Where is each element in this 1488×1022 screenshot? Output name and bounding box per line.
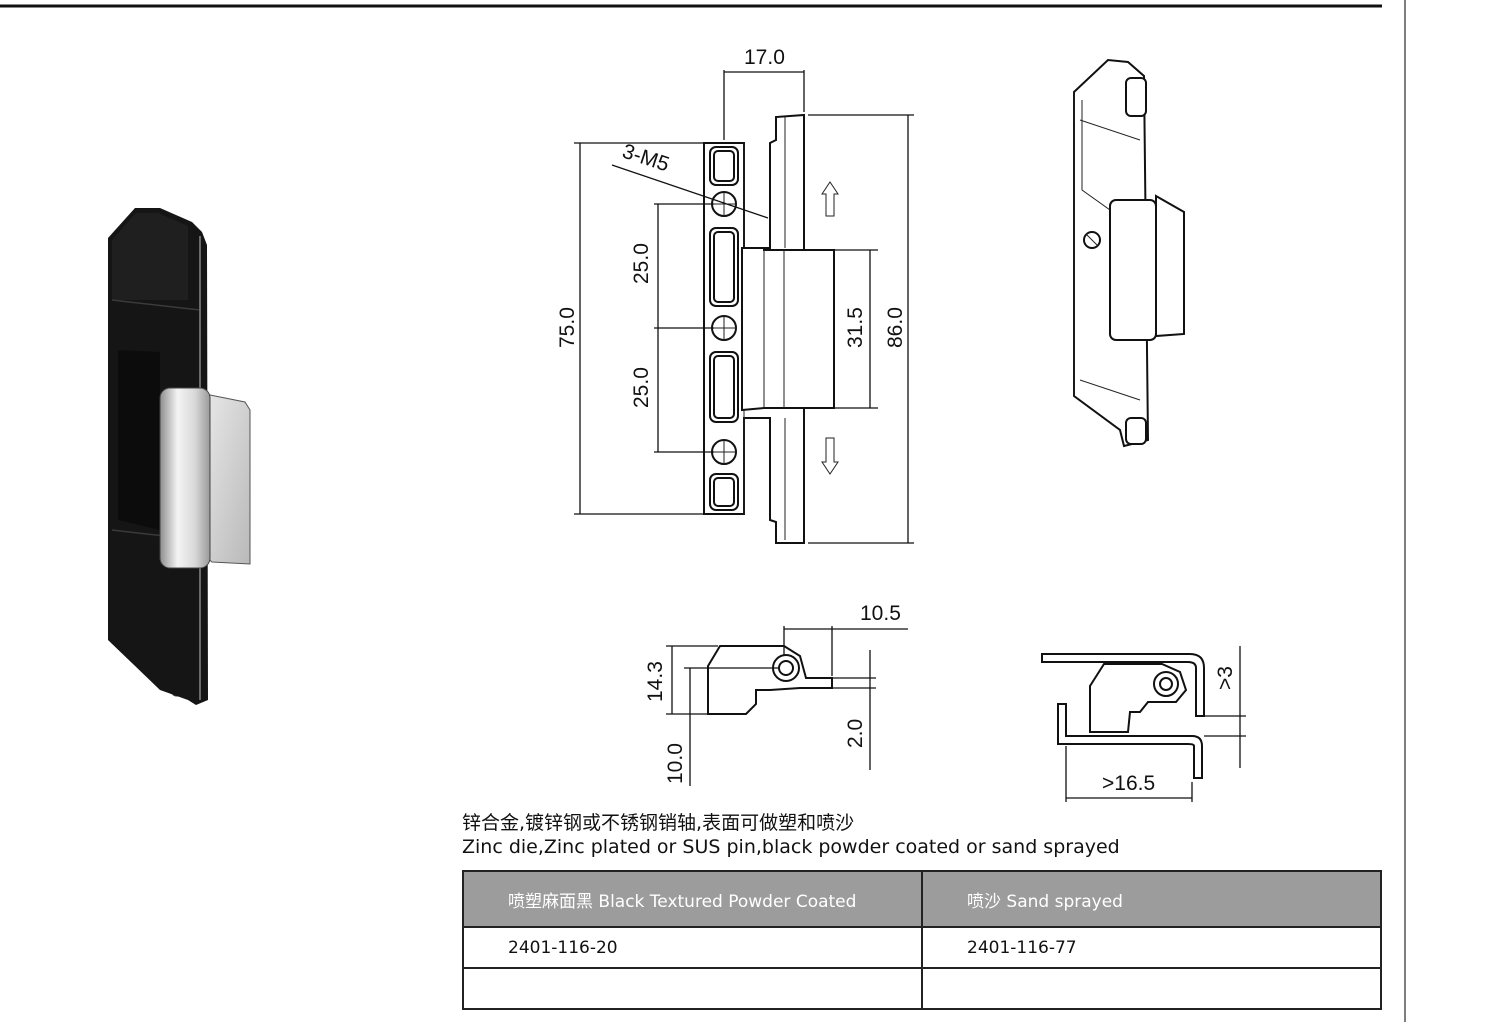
front-view: 17.0 3-M5 25.0 25.0 75.0 31.5 86.0 xyxy=(556,46,914,544)
arrow-down-icon xyxy=(821,437,839,475)
side-view-section: 10.5 14.3 10.0 2.0 xyxy=(644,602,908,786)
mounting-hole xyxy=(711,191,737,217)
hinge-silver-3d-view xyxy=(1073,58,1185,448)
dim-width-top: 17.0 xyxy=(744,46,785,69)
dim-pitch-2: 25.0 xyxy=(630,367,653,408)
dim-side-10-0: 10.0 xyxy=(664,743,687,784)
dim-pitch-1: 25.0 xyxy=(630,243,653,284)
dim-overall-86: 86.0 xyxy=(884,307,907,348)
header-black-textured: 喷塑麻面黑 Black Textured Powder Coated xyxy=(462,870,923,928)
table-cell: 2401-116-20 xyxy=(462,926,923,969)
dim-side-2-0: 2.0 xyxy=(844,719,867,748)
dim-length-75: 75.0 xyxy=(556,307,579,348)
mounting-hole xyxy=(711,439,737,465)
arrow-up-icon xyxy=(821,181,839,217)
spec-table: 喷塑麻面黑 Black Textured Powder Coated 喷沙 Sa… xyxy=(462,870,1382,1010)
table-row: 2401-116-20 2401-116-77 xyxy=(462,926,1382,969)
table-header-row: 喷塑麻面黑 Black Textured Powder Coated 喷沙 Sa… xyxy=(462,870,1382,928)
table-cell xyxy=(921,967,1382,1010)
description-english: Zinc die,Zinc plated or SUS pin,black po… xyxy=(462,836,1120,858)
table-row xyxy=(462,967,1382,1010)
table-cell xyxy=(462,967,923,1010)
description-chinese: 锌合金,镀锌钢或不锈钢销轴,表面可做塑和喷沙 xyxy=(462,812,855,834)
dim-side-14-3: 14.3 xyxy=(644,661,667,702)
mounting-hole xyxy=(711,315,737,341)
dim-leaf-31: 31.5 xyxy=(844,307,867,348)
header-sand-sprayed: 喷沙 Sand sprayed xyxy=(921,870,1382,928)
installation-view: >3 >16.5 xyxy=(1041,646,1246,802)
hinge-black-3d-view xyxy=(108,208,251,705)
page-frame xyxy=(0,0,1406,1022)
dim-gap-3: >3 xyxy=(1214,666,1237,690)
dim-gap-16-5: >16.5 xyxy=(1102,772,1155,795)
dim-side-10-5: 10.5 xyxy=(860,602,901,625)
table-cell: 2401-116-77 xyxy=(921,926,1382,969)
